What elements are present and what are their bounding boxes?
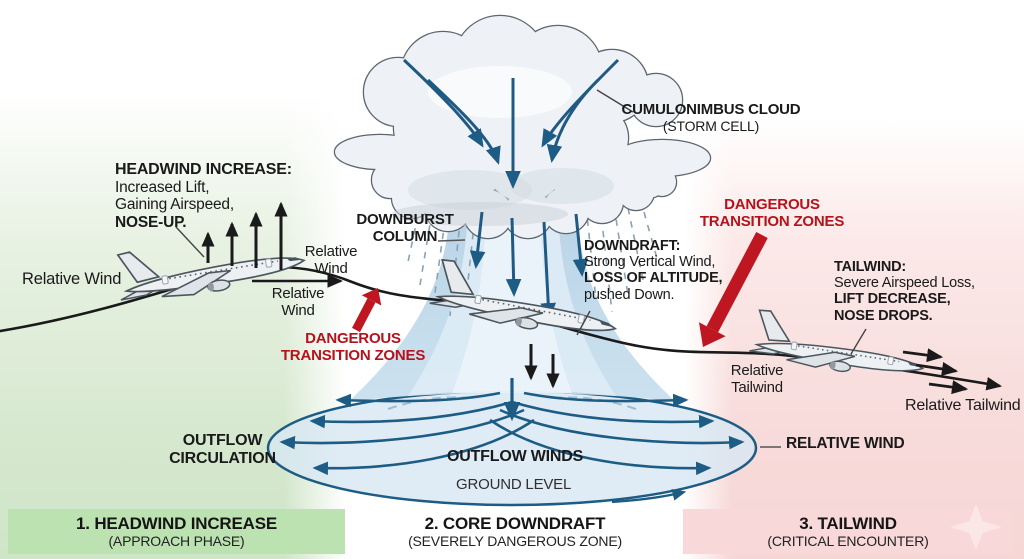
dangerous-transition-right-label: DANGEROUS TRANSITION ZONES	[699, 196, 845, 230]
zone-band-downdraft: 2. CORE DOWNDRAFT (SEVERELY DANGEROUS ZO…	[355, 509, 675, 554]
zone-band-headwind: 1. HEADWIND INCREASE (APPROACH PHASE)	[8, 509, 345, 554]
transition-zone-arrows	[352, 231, 768, 347]
dangerous-transition-left-label: DANGEROUS TRANSITION ZONES	[280, 330, 426, 364]
relative-tailwind-far-label: Relative Tailwind	[905, 397, 1021, 414]
zone-subtitle: (APPROACH PHASE)	[108, 533, 245, 550]
lift-up-arrows	[201, 201, 288, 270]
relative-wind-callout-label: RELATIVE WIND	[786, 435, 905, 452]
tailwind-arrows	[902, 348, 969, 395]
relative-wind-lower-label: Relative Wind	[271, 285, 325, 319]
relative-wind-left-label: Relative Wind	[22, 270, 122, 288]
zone-band-tailwind: 3. TAILWIND (CRITICAL ENCOUNTER)	[683, 509, 1013, 554]
zone-subtitle: (SEVERELY DANGEROUS ZONE)	[408, 533, 622, 550]
outflow-circulation-label: OUTFLOW CIRCULATION	[169, 432, 276, 467]
downdraft-arrows	[402, 58, 620, 321]
relative-wind-upper-label: Relative Wind	[304, 243, 358, 277]
outflow-wind-arrows	[279, 378, 745, 504]
downburst-column-label: DOWNBURST COLUMN	[356, 211, 454, 245]
zone-subtitle: (CRITICAL ENCOUNTER)	[767, 533, 929, 550]
pointer-lines	[175, 89, 867, 448]
relative-tailwind-near-label: Relative Tailwind	[730, 362, 784, 396]
downdraft-label: DOWNDRAFT: Strong Vertical Wind, LOSS OF…	[584, 238, 723, 303]
zone-title: 1. HEADWIND INCREASE	[76, 513, 277, 533]
zone-title: 2. CORE DOWNDRAFT	[424, 513, 606, 533]
headwind-increase-label: HEADWIND INCREASE: Increased Lift, Gaini…	[115, 161, 292, 231]
outflow-winds-label: OUTFLOW WINDS	[447, 448, 584, 465]
cumulonimbus-label: CUMULONIMBUS CLOUD (STORM CELL)	[621, 101, 801, 134]
ground-level-label: GROUND LEVEL	[456, 476, 572, 493]
cumulonimbus-cloud-illustration	[333, 14, 712, 240]
tailwind-label: TAILWIND: Severe Airspeed Loss, LIFT DEC…	[834, 259, 975, 324]
push-down-arrows	[524, 344, 560, 389]
zone-title: 3. TAILWIND	[799, 513, 897, 533]
